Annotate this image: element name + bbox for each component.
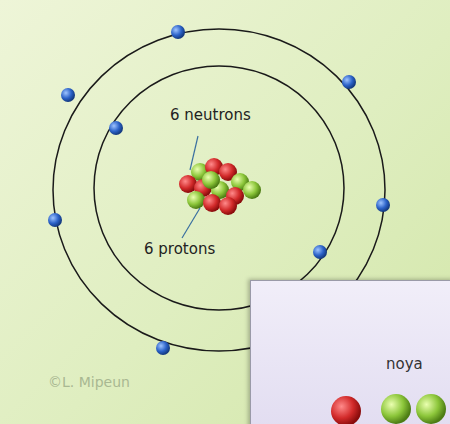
watermark: ©L. Mipeun [48, 374, 130, 391]
inset-panel: noya [250, 280, 450, 424]
nucleus-illustration [251, 281, 450, 424]
panel-title: noya [386, 355, 423, 373]
neutron-count: 6 neutrons [170, 106, 251, 124]
proton-count: 6 protons [144, 240, 215, 258]
